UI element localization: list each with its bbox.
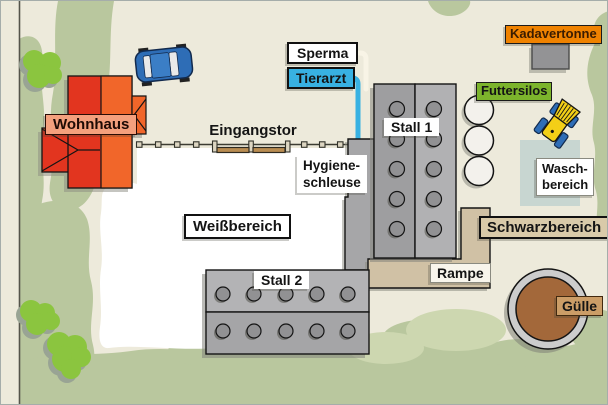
schwarzbereich-label: Schwarzbereich [479, 216, 607, 240]
stall-2-vents [214, 286, 356, 340]
silo-icon [463, 125, 495, 156]
car-icon [134, 43, 194, 87]
stall-1-building [370, 83, 457, 262]
futtersilos-label: Futtersilos [476, 82, 553, 101]
perimeter-fence [135, 140, 348, 154]
stall-2-building [202, 269, 370, 358]
bush-icon [19, 50, 62, 92]
hygieneschleuse-label-line2: schleuse [303, 175, 361, 190]
sperma-label: Sperma [287, 42, 359, 65]
tractor-icon [533, 98, 582, 149]
carcass-bin-icon [529, 43, 570, 73]
wohnhaus-label: Wohnhaus [45, 114, 138, 136]
waschbereich-label-line1: Wasch- [542, 161, 588, 176]
eingangstor-label: Eingangstor [209, 122, 297, 139]
stall-1-vents [387, 100, 443, 239]
tierarzt-label: Tierarzt [287, 67, 356, 90]
guelle-label: Gülle [556, 296, 604, 317]
rampe-label: Rampe [430, 263, 491, 284]
stall-2-label: Stall 2 [254, 271, 310, 290]
bush-icon [16, 300, 60, 339]
stall-1-label: Stall 1 [384, 118, 440, 137]
feed-silos [461, 94, 495, 189]
weissbereich-label: Weißbereich [184, 214, 291, 240]
kadavertonne-label: Kadavertonne [505, 25, 602, 44]
waschbereich-label: Wasch- bereich [536, 158, 595, 196]
hygieneschleuse-label-line1: Hygiene- [303, 158, 361, 173]
entrance-gate-icon [211, 140, 291, 154]
bush-icon [43, 332, 91, 383]
sperm-route-line [339, 50, 369, 92]
silo-icon [463, 155, 495, 187]
waschbereich-label-line2: bereich [542, 177, 589, 192]
hygieneschleuse-label: Hygiene- schleuse [297, 155, 367, 193]
fence-post-icon [135, 141, 344, 148]
